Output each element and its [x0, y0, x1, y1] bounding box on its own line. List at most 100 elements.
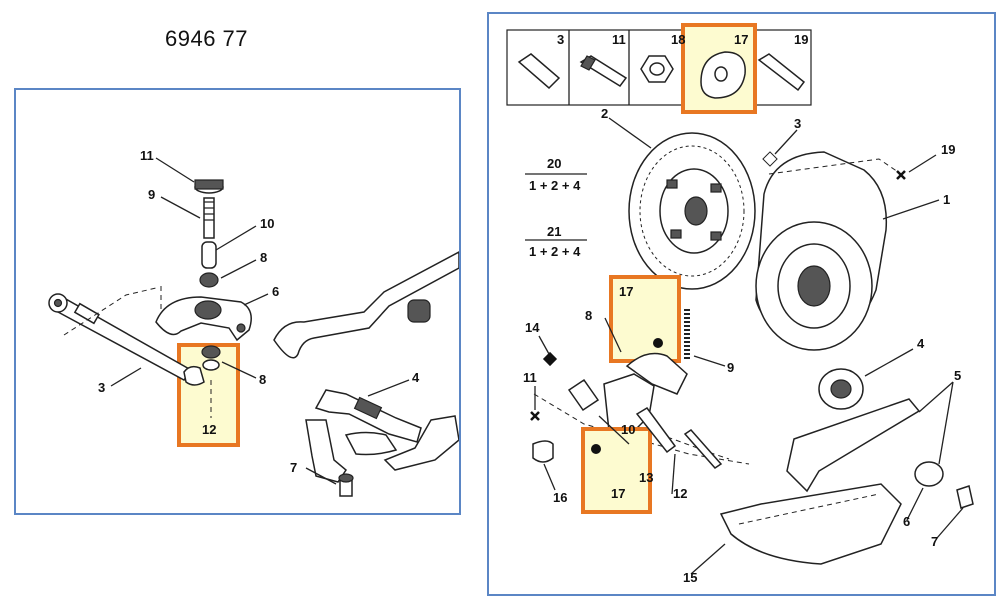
label-4: 4	[412, 370, 420, 385]
marker-11	[530, 411, 540, 421]
leader-11	[155, 157, 195, 183]
gear-linkage-panel: 11 9 10 8 6 3 8 4 7 12	[14, 88, 461, 515]
fork-pivot-6	[914, 461, 944, 487]
label-17-lower: 17	[611, 486, 625, 501]
grease-point-17-a	[653, 338, 663, 348]
bolt-13	[635, 407, 677, 454]
disc-spring	[670, 229, 682, 239]
leader-5	[938, 381, 954, 465]
header-label-19: 19	[794, 32, 808, 47]
leader-15	[690, 543, 726, 575]
header-label-11: 11	[612, 32, 626, 47]
label-3: 3	[794, 116, 801, 131]
label-10: 10	[260, 216, 274, 231]
bushing-16	[532, 440, 554, 463]
guide-line	[768, 158, 902, 175]
label-7: 7	[931, 534, 938, 549]
clutch-disc-center	[684, 196, 708, 226]
label-5: 5	[954, 368, 961, 383]
washer-8-lower	[201, 345, 221, 359]
disc-spring	[666, 179, 678, 189]
leader-3	[110, 367, 142, 387]
pivot-pin-10	[567, 378, 600, 412]
nut-18-hole	[649, 62, 665, 76]
grease-point-17-b	[591, 444, 601, 454]
spacer-10	[201, 241, 217, 269]
leader-16	[543, 463, 556, 491]
label-9: 9	[727, 360, 734, 375]
marker-19	[896, 170, 906, 180]
disc-spring	[710, 231, 722, 241]
label-12: 12	[673, 486, 687, 501]
washer-17-hole	[714, 66, 728, 82]
pin-3	[517, 53, 561, 90]
label-10: 10	[621, 422, 635, 437]
leader-1	[882, 199, 940, 220]
guide-line	[63, 287, 157, 336]
highlight-fork-17[interactable]	[609, 275, 681, 363]
lever-hole	[236, 323, 246, 333]
fraction-21-den: 1 + 2 + 4	[529, 244, 581, 259]
dust-cover-15	[719, 483, 902, 565]
leader-8b	[221, 361, 257, 379]
header-label-17: 17	[734, 32, 748, 47]
highlight-lower-17[interactable]	[581, 427, 652, 514]
label-6: 6	[272, 284, 279, 299]
bolt-threads	[204, 201, 214, 221]
label-9: 9	[148, 187, 155, 202]
leader-4	[864, 348, 914, 377]
leader-12	[671, 453, 676, 495]
diaphragm-center	[797, 265, 831, 307]
washer-8	[199, 272, 219, 288]
label-17-fork: 17	[619, 284, 633, 299]
link-4-sleeve	[353, 396, 383, 420]
fraction-20-num: 20	[547, 156, 561, 171]
bracket	[305, 419, 347, 483]
gear-linkage-diagram: 11 9 10 8 6 3 8 4 7 12	[48, 148, 459, 497]
label-11: 11	[523, 370, 537, 385]
label-3: 3	[98, 380, 105, 395]
label-6: 6	[903, 514, 910, 529]
leader-7	[305, 467, 337, 485]
bracket-arm	[344, 431, 398, 456]
rod-bushing	[407, 299, 431, 323]
fraction-20-den: 1 + 2 + 4	[529, 178, 581, 193]
leader-9	[160, 196, 201, 219]
leader-7	[936, 507, 964, 539]
bolt-11-head	[580, 55, 596, 71]
label-12: 12	[202, 422, 216, 437]
label-8: 8	[585, 308, 592, 323]
leader-8	[604, 317, 622, 353]
label-1: 1	[943, 192, 950, 207]
pin-12	[683, 429, 723, 469]
link-4	[314, 389, 422, 443]
leader-10	[598, 415, 630, 445]
rod-end-hole	[53, 298, 63, 308]
leader-3	[774, 129, 798, 155]
leader-6	[906, 487, 924, 521]
leader-5	[918, 381, 954, 413]
reference-number: 6946 77	[165, 26, 249, 51]
cover-line	[738, 493, 880, 525]
clutch-disc-friction	[639, 145, 745, 277]
bolt-7-head	[338, 473, 354, 483]
label-7: 7	[290, 460, 297, 475]
lever-pivot	[194, 300, 222, 320]
label-19: 19	[941, 142, 955, 157]
label-11: 11	[140, 148, 154, 163]
label-13: 13	[639, 470, 653, 485]
header-label-3: 3	[557, 32, 564, 47]
header-label-18: 18	[671, 32, 685, 47]
bolt-19	[757, 53, 806, 92]
clutch-assembly-panel: 3 11 18 17 19 20 1 + 2 + 4 21 1 + 2 + 4	[487, 12, 996, 596]
label-2: 2	[601, 106, 608, 121]
fraction-21-num: 21	[547, 224, 561, 239]
label-15: 15	[683, 570, 697, 585]
nut-11-side	[194, 179, 224, 190]
guide-line	[658, 433, 730, 460]
release-bearing-center	[830, 379, 852, 399]
pivot-7	[956, 485, 974, 509]
leader-19	[908, 154, 937, 173]
leader-10	[215, 225, 257, 251]
leader-4	[367, 379, 410, 397]
